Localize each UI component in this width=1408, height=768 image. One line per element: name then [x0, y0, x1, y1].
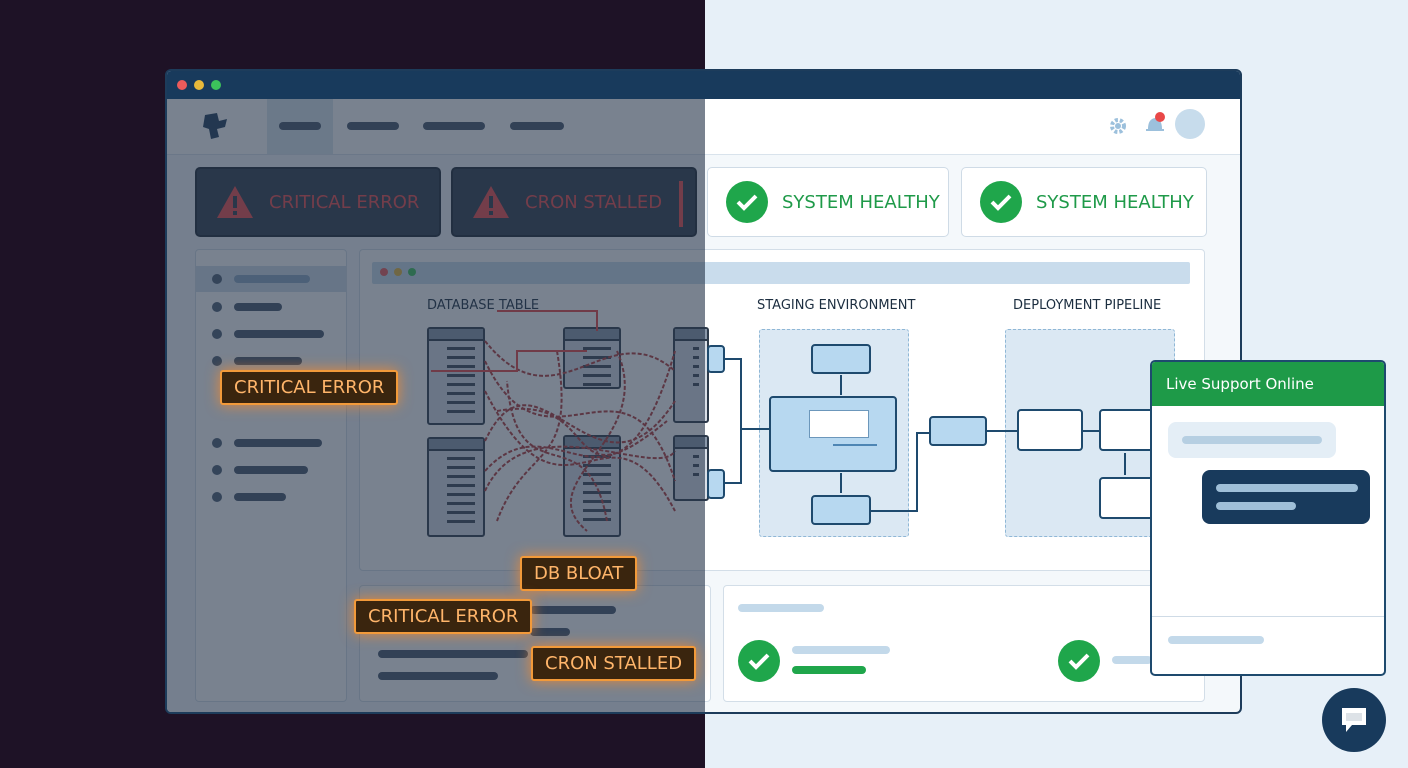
sidebar-item-5[interactable]	[234, 439, 322, 447]
cron-stalled-card: CRON STALLED	[451, 167, 697, 237]
system-healthy-text-2: SYSTEM HEALTHY	[1036, 191, 1194, 213]
sidebar-item-2[interactable]	[234, 303, 282, 311]
inner-minimize-dot	[394, 268, 402, 276]
status-progress-bar	[792, 666, 866, 674]
pipeline-left-node-1[interactable]	[707, 345, 725, 373]
chat-message-line	[1216, 484, 1358, 492]
system-healthy-card-2: SYSTEM HEALTHY	[961, 167, 1207, 237]
bottom-line-4	[378, 672, 498, 680]
pipeline-node-2[interactable]	[1099, 409, 1155, 451]
staging-node-top[interactable]	[811, 344, 871, 374]
staging-node-inner	[809, 410, 869, 438]
sidebar-bullet-icon	[212, 356, 222, 366]
bell-icon[interactable]	[1143, 111, 1167, 137]
chat-message-line	[1182, 436, 1322, 444]
sidebar-item-6[interactable]	[234, 466, 308, 474]
staging-environment-label: STAGING ENVIRONMENT	[757, 298, 916, 313]
deployment-pipeline-label: DEPLOYMENT PIPELINE	[1013, 298, 1162, 313]
system-healthy-card-1: SYSTEM HEALTHY	[707, 167, 949, 237]
sidebar-bullet-icon	[212, 274, 222, 284]
maximize-window-button[interactable]	[211, 80, 221, 90]
staging-node-main[interactable]	[769, 396, 897, 472]
sidebar-item-3[interactable]	[234, 330, 324, 338]
sidebar-bullet-icon	[212, 465, 222, 475]
tangled-connections	[431, 310, 676, 532]
sidebar-bullet-icon	[212, 329, 222, 339]
bottom-right-panel	[723, 585, 1205, 702]
status-heading-line	[738, 604, 824, 612]
app-logo-icon[interactable]	[199, 109, 233, 143]
nav-tab-3[interactable]	[423, 122, 485, 130]
pipeline-node-1[interactable]	[1017, 409, 1083, 451]
nav-tab-4[interactable]	[510, 122, 564, 130]
inner-close-dot	[380, 268, 388, 276]
sidebar-item-4[interactable]	[234, 357, 302, 365]
chat-input-field[interactable]	[1168, 636, 1264, 644]
error-indicator-bar	[679, 181, 683, 227]
check-circle-icon	[1058, 640, 1100, 682]
critical-error-tag-sidebar[interactable]: CRITICAL ERROR	[220, 370, 399, 405]
sidebar-bullet-icon	[212, 438, 222, 448]
staging-node-bottom[interactable]	[811, 495, 871, 525]
sidebar-bullet-icon	[212, 492, 222, 502]
window-titlebar	[167, 71, 1240, 99]
check-circle-icon	[726, 181, 768, 223]
system-healthy-text-1: SYSTEM HEALTHY	[782, 191, 940, 213]
critical-error-card: CRITICAL ERROR	[195, 167, 441, 237]
handoff-node[interactable]	[929, 416, 987, 446]
status-line-1	[792, 646, 890, 654]
bottom-line-2	[530, 628, 570, 636]
chat-divider	[1152, 616, 1384, 617]
minimize-window-button[interactable]	[194, 80, 204, 90]
chat-header: Live Support Online	[1152, 362, 1384, 406]
critical-error-tag-bottom[interactable]: CRITICAL ERROR	[354, 599, 533, 634]
close-window-button[interactable]	[177, 80, 187, 90]
inner-maximize-dot	[408, 268, 416, 276]
check-circle-icon	[980, 181, 1022, 223]
status-line-2	[1112, 656, 1152, 664]
gear-icon[interactable]	[1108, 116, 1128, 136]
chat-message-incoming	[1168, 422, 1336, 458]
chat-bubble-icon	[1342, 708, 1366, 732]
nav-tab-1-label[interactable]	[279, 122, 321, 130]
sidebar-item-1[interactable]	[234, 275, 310, 283]
bottom-line-1	[530, 606, 616, 614]
sidebar-item-7[interactable]	[234, 493, 286, 501]
nav-tab-2[interactable]	[347, 122, 399, 130]
chat-message-outgoing	[1202, 470, 1370, 524]
flow-arrows	[725, 358, 1126, 512]
cron-stalled-tag[interactable]: CRON STALLED	[531, 646, 697, 681]
warning-triangle-icon	[473, 186, 509, 218]
sidebar-bullet-icon	[212, 302, 222, 312]
bottom-line-3	[378, 650, 528, 658]
staging-node-line	[833, 444, 877, 446]
check-circle-icon	[738, 640, 780, 682]
critical-error-text: CRITICAL ERROR	[269, 191, 420, 213]
user-avatar[interactable]	[1175, 109, 1205, 139]
inner-window-titlebar	[372, 262, 1190, 284]
live-support-chat: Live Support Online	[1150, 360, 1386, 676]
db-bloat-tag[interactable]: DB BLOAT	[520, 556, 638, 591]
top-navbar	[167, 99, 1240, 155]
sidebar	[195, 249, 347, 702]
pipeline-node-3[interactable]	[1099, 477, 1155, 519]
open-chat-button[interactable]	[1322, 688, 1386, 752]
warning-triangle-icon	[217, 186, 253, 218]
chat-message-line	[1216, 502, 1296, 510]
cron-stalled-text: CRON STALLED	[525, 191, 663, 213]
pipeline-left-node-2[interactable]	[707, 469, 725, 499]
